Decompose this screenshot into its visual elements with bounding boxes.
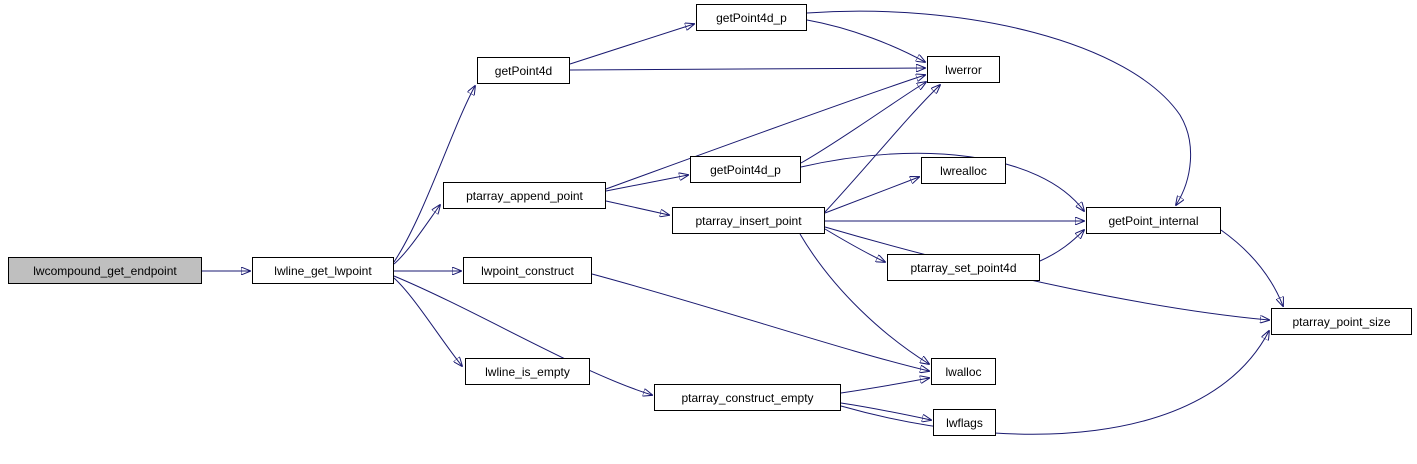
edge-ptarray_insert_point-lwerror — [824, 85, 940, 213]
edge-ptarray_set_point4d-getPoint_internal — [1039, 230, 1084, 262]
node-getPoint4d_p-middle[interactable]: getPoint4d_p — [690, 156, 801, 183]
node-ptarray_construct_empty[interactable]: ptarray_construct_empty — [654, 384, 841, 411]
node-label: ptarray_set_point4d — [910, 260, 1017, 275]
node-getPoint_internal[interactable]: getPoint_internal — [1086, 207, 1221, 234]
node-label: lwflags — [946, 415, 983, 430]
node-label: lwcompound_get_endpoint — [33, 263, 177, 278]
edge-ptarray_insert_point-lwrealloc — [824, 177, 919, 214]
node-label: lwpoint_construct — [481, 263, 574, 278]
edge-getPoint4d-lwerror — [569, 68, 925, 70]
edge-lwline_get_lwpoint-ptarray_append_point — [393, 205, 440, 265]
edge-ptarray_insert_point-ptarray_point_size — [824, 226, 1269, 320]
edge-getPoint4d_p_2-lwerror — [800, 82, 926, 164]
node-label: getPoint4d — [494, 63, 553, 78]
node-label: lwline_is_empty — [485, 364, 570, 379]
edge-ptarray_construct_empty-lwflags — [840, 402, 931, 420]
edge-lwline_get_lwpoint-ptarray_construct_empty — [393, 275, 652, 395]
edge-ptarray_append_point-ptarray_insert_point — [605, 200, 669, 215]
node-lwline_is_empty[interactable]: lwline_is_empty — [465, 358, 590, 385]
node-label: lwalloc — [945, 364, 982, 379]
node-lwrealloc[interactable]: lwrealloc — [921, 157, 1006, 184]
node-label: lwerror — [945, 62, 982, 77]
edge-getPoint4d_p_2-getPoint_internal — [800, 152, 1084, 211]
node-getPoint4d_p-top[interactable]: getPoint4d_p — [696, 4, 807, 31]
edge-ptarray_insert_point-lwalloc — [799, 233, 929, 364]
node-label: ptarray_point_size — [1292, 314, 1391, 329]
edge-getPoint4d_p_1-lwerror — [806, 19, 925, 62]
edge-ptarray_insert_point-ptarray_set_point4d — [824, 228, 885, 262]
node-lwpoint_construct[interactable]: lwpoint_construct — [463, 257, 592, 284]
node-label: getPoint4d_p — [716, 10, 787, 25]
node-getPoint4d[interactable]: getPoint4d — [477, 57, 570, 84]
edge-ptarray_append_point-getPoint4d_p_2 — [605, 175, 688, 192]
edge-ptarray_append_point-lwerror — [605, 75, 925, 190]
node-label: ptarray_insert_point — [695, 213, 802, 228]
edge-ptarray_construct_empty-ptarray_point_size — [840, 331, 1269, 435]
node-lwcompound_get_endpoint: lwcompound_get_endpoint — [8, 257, 202, 284]
node-label: lwline_get_lwpoint — [274, 263, 372, 278]
node-label: lwrealloc — [940, 163, 987, 178]
edge-lwline_get_lwpoint-lwline_is_empty — [393, 277, 462, 366]
node-lwflags[interactable]: lwflags — [933, 409, 996, 436]
node-ptarray_insert_point[interactable]: ptarray_insert_point — [672, 207, 825, 234]
node-ptarray_append_point[interactable]: ptarray_append_point — [443, 182, 606, 209]
node-label: ptarray_construct_empty — [681, 390, 814, 405]
node-label: getPoint4d_p — [710, 162, 781, 177]
node-ptarray_point_size[interactable]: ptarray_point_size — [1271, 308, 1412, 335]
node-label: getPoint_internal — [1108, 213, 1199, 228]
node-ptarray_set_point4d[interactable]: ptarray_set_point4d — [887, 254, 1040, 281]
edge-lwpoint_construct-lwalloc — [591, 273, 929, 371]
edge-lwline_get_lwpoint-getPoint4d — [393, 86, 475, 263]
edge-ptarray_construct_empty-lwalloc — [840, 378, 929, 394]
node-label: ptarray_append_point — [466, 188, 583, 203]
node-lwalloc[interactable]: lwalloc — [931, 358, 996, 385]
node-lwerror[interactable]: lwerror — [927, 56, 1000, 83]
edge-getPoint4d-getPoint4d_p_1 — [569, 24, 694, 65]
edge-getPoint4d_p_1-getPoint_internal — [806, 10, 1192, 205]
node-lwline_get_lwpoint[interactable]: lwline_get_lwpoint — [252, 257, 394, 284]
edge-getPoint_internal-ptarray_point_size — [1220, 229, 1283, 306]
